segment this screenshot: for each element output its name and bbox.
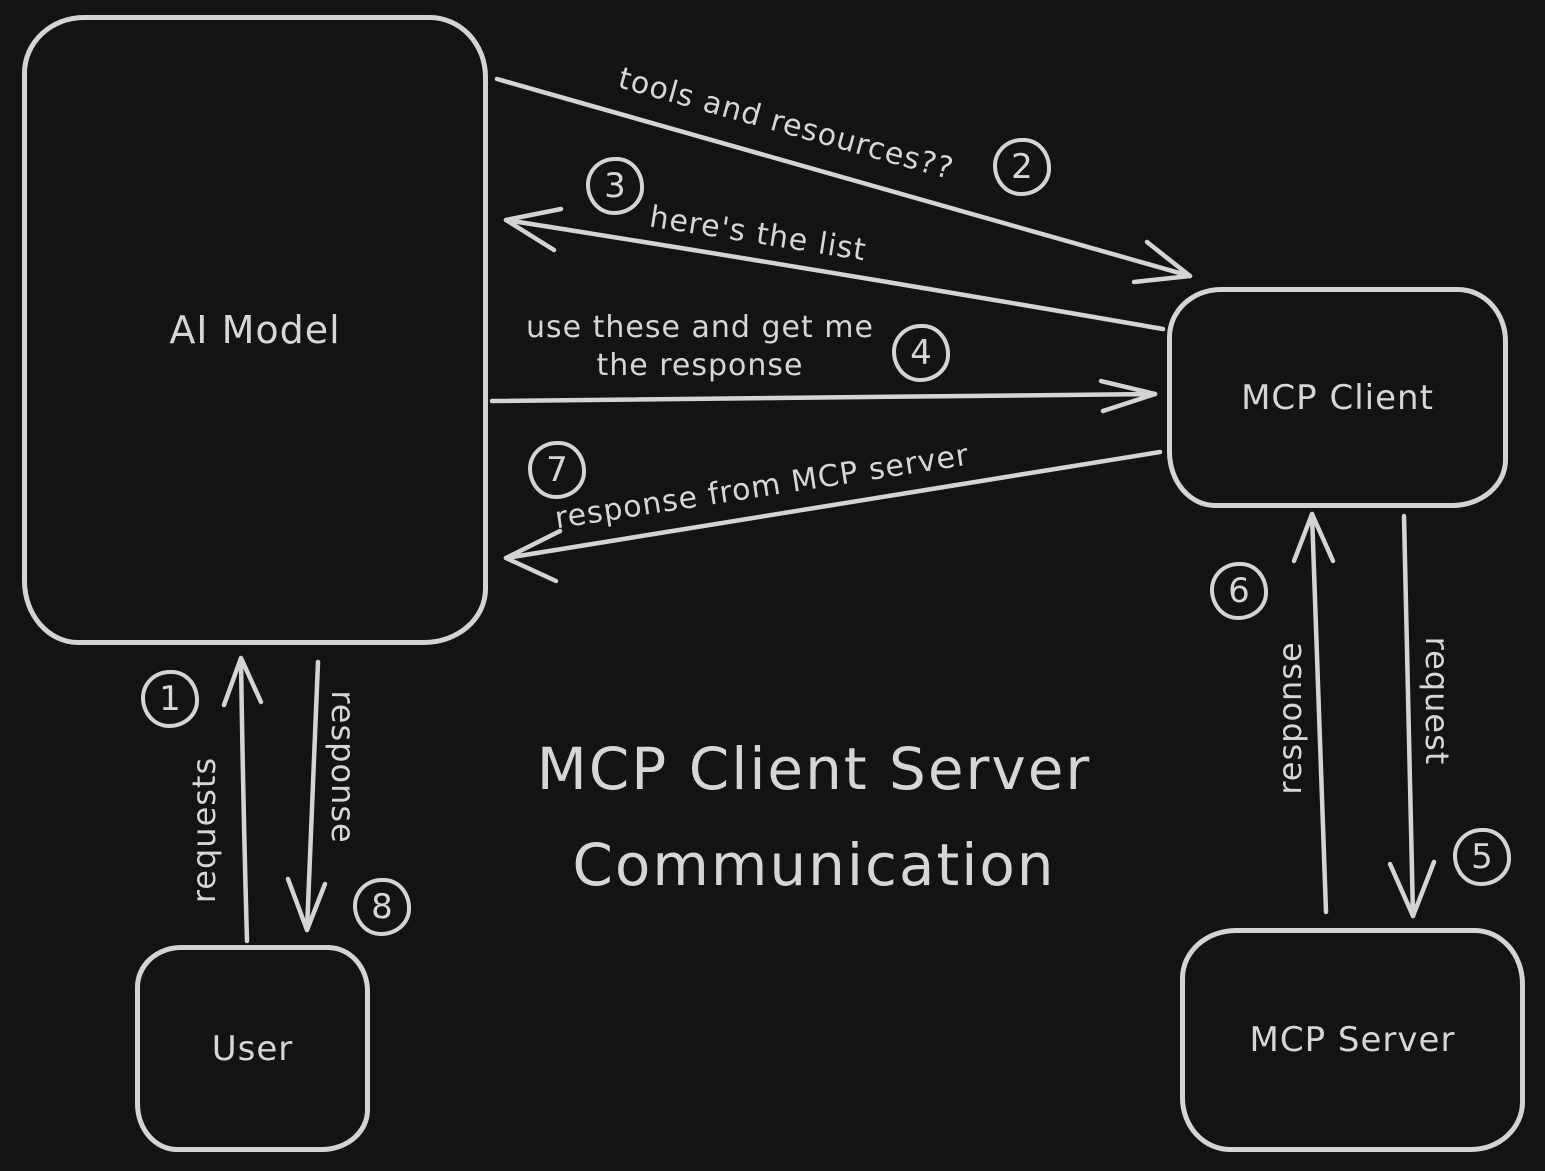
arrow-mcp-client-to-ai-model-response	[503, 449, 1163, 561]
step-8-number: 8	[371, 887, 393, 927]
arrow-mcp-server-to-mcp-client	[1309, 511, 1329, 915]
ai-model-node: AI Model	[22, 15, 488, 645]
ai-model-label: AI Model	[169, 308, 341, 352]
step-1-badge: 1	[141, 670, 199, 728]
arrow-ai-model-to-mcp-client-tools-head	[1131, 239, 1193, 285]
step-1-number: 1	[159, 679, 181, 719]
step-7-badge: 7	[528, 441, 586, 499]
arrow-mcp-client-to-ai-model-list	[503, 217, 1166, 332]
use-these-edge-label-line2: the response	[596, 348, 804, 383]
arrow-ai-model-to-mcp-client-use-head	[1098, 378, 1158, 414]
diagram-title-line1: MCP Client Server	[536, 735, 1092, 803]
request-edge-label: request	[1418, 636, 1456, 766]
arrow-ai-model-to-mcp-client-use	[489, 391, 1158, 404]
step-4-number: 4	[910, 333, 932, 373]
mcp-client-node: MCP Client	[1167, 287, 1508, 508]
arrow-user-to-ai-model	[238, 657, 250, 944]
mcp-client-label: MCP Client	[1241, 377, 1434, 418]
response-edge-label-server-to-client: response	[1271, 641, 1309, 795]
arrow-ai-model-to-user	[304, 659, 321, 933]
step-5-badge: 5	[1453, 828, 1511, 886]
step-2-badge: 2	[993, 138, 1051, 196]
step-7-number: 7	[546, 450, 568, 490]
arrow-user-to-ai-model-head	[221, 655, 264, 708]
step-2-number: 2	[1011, 147, 1033, 187]
step-4-badge: 4	[892, 324, 950, 382]
arrow-mcp-client-to-ai-model-list-head	[503, 206, 564, 253]
arrow-ai-model-to-user-head	[285, 876, 328, 933]
requests-edge-label: requests	[185, 756, 223, 904]
diagram-title: MCP Client Server Communication	[537, 721, 1092, 913]
diagram-title-line2: Communication	[572, 831, 1056, 899]
response-edge-label-ai-to-user: response	[324, 690, 362, 844]
arrow-mcp-server-to-mcp-client-head	[1291, 511, 1336, 564]
mcp-server-label: MCP Server	[1249, 1020, 1456, 1060]
use-these-edge-label-line1: use these and get me	[526, 310, 874, 345]
step-8-badge: 8	[353, 878, 411, 936]
user-label: User	[211, 1028, 294, 1069]
user-node: User	[135, 945, 370, 1152]
arrow-ai-model-to-mcp-client-tools	[494, 76, 1193, 279]
step-6-badge: 6	[1210, 562, 1268, 620]
arrow-mcp-client-to-mcp-server-head	[1387, 859, 1437, 919]
mcp-server-node: MCP Server	[1180, 928, 1525, 1152]
use-these-edge-label: use these and get me the response	[526, 309, 874, 385]
step-5-number: 5	[1471, 837, 1493, 877]
step-3-badge: 3	[586, 157, 644, 215]
arrow-mcp-client-to-mcp-server	[1401, 513, 1416, 919]
arrow-mcp-client-to-ai-model-response-head	[503, 528, 563, 584]
step-3-number: 3	[604, 166, 626, 206]
step-6-number: 6	[1228, 571, 1250, 611]
